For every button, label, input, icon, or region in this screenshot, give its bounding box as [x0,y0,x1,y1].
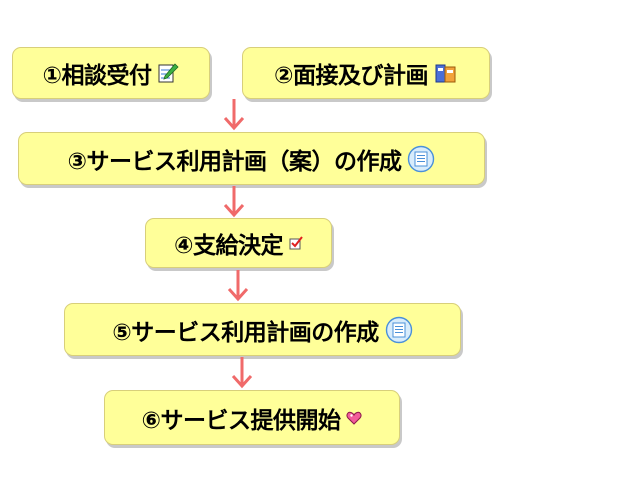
step-label: ⑥サービス提供開始 [141,407,341,434]
step-interview-and-planning: ②面接及び計画 [242,47,490,99]
step-label: ①相談受付 [42,63,152,89]
step-service-start: ⑥サービス提供開始 [104,390,400,445]
step-label: ③サービス利用計画（案）の作成 [67,148,402,175]
step-label: ②面接及び計画 [274,63,428,89]
flow-arrow [227,270,249,302]
flow-arrow [223,186,245,218]
document-icon [407,145,435,173]
books-icon [434,62,458,84]
step-draft-service-plan: ③サービス利用計画（案）の作成 [18,132,485,185]
heart-icon [346,410,362,426]
step-benefit-decision: ④支給決定 [145,218,332,268]
document-icon [385,316,413,344]
flow-arrow [231,357,253,389]
pencil-notepad-icon [157,62,180,84]
flow-arrow [223,99,245,131]
checkbox-icon [289,236,303,250]
step-label: ⑤サービス利用計画の作成 [112,319,379,346]
step-create-service-plan: ⑤サービス利用計画の作成 [64,303,461,356]
step-consultation-reception: ①相談受付 [12,47,210,99]
step-label: ④支給決定 [174,233,283,259]
